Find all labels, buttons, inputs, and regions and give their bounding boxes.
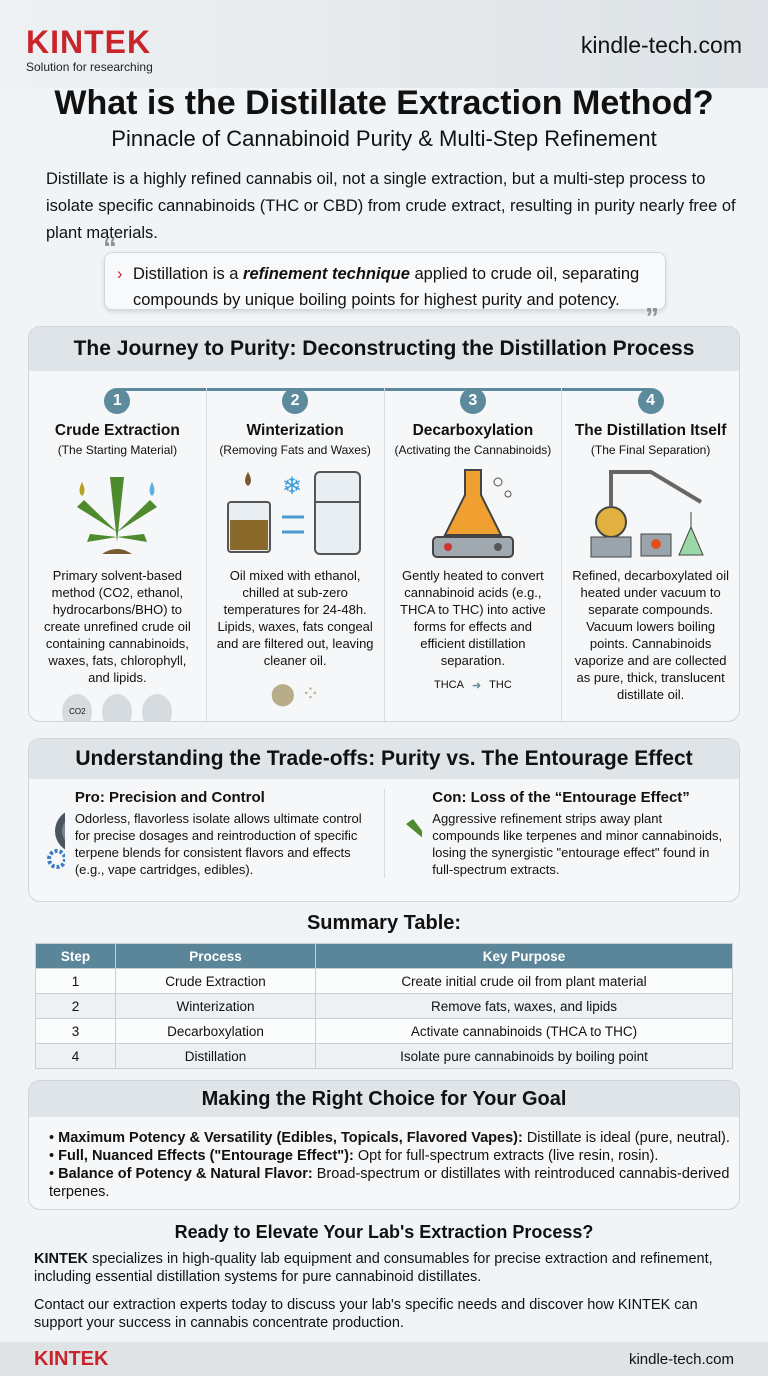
choice-section: Making the Right Choice for Your Goal Ma… — [28, 1080, 740, 1210]
table-cell: 3 — [35, 1018, 116, 1044]
step-description: Refined, decarboxylated oil heated under… — [572, 568, 730, 702]
tradeoffs-section: Understanding the Trade-offs: Purity vs.… — [28, 738, 740, 902]
step-description: Oil mixed with ethanol, chilled at sub-z… — [216, 568, 374, 668]
tradeoffs-title: Understanding the Trade-offs: Purity vs.… — [29, 739, 739, 779]
heated-flask-icon — [385, 457, 562, 567]
co2-tank-icon: CO2 — [62, 694, 93, 721]
cta-paragraph-1: KINTEK specializes in high-quality lab e… — [34, 1251, 713, 1285]
thca-molecule: THCA — [433, 679, 464, 691]
table-cell: Distillation — [115, 1043, 316, 1069]
step-4: 4 The Distillation Itself (The Final Sep… — [561, 388, 739, 721]
intro-text: Distillate is a highly refined cannabis … — [46, 170, 736, 242]
choice-item: Maximum Potency & Versatility (Edibles, … — [49, 1129, 739, 1147]
pro-title: Pro: Precision and Control — [74, 789, 265, 806]
header — [0, 0, 768, 88]
svg-text:❄: ❄ — [282, 473, 302, 500]
step-number: 3 — [459, 388, 486, 414]
journey-section: The Journey to Purity: Deconstructing th… — [28, 326, 740, 722]
column-header: Step — [35, 943, 116, 969]
cannabis-leaf-icon — [405, 819, 423, 838]
control-dial-icon — [47, 812, 65, 869]
table-cell: Winterization — [115, 993, 316, 1019]
table-cell: Remove fats, waxes, and lipids — [315, 993, 733, 1019]
page-subtitle: Pinnacle of Cannabinoid Purity & Multi-S… — [111, 126, 657, 151]
table-cell: 4 — [35, 1043, 116, 1069]
step-description: Primary solvent-based method (CO2, ethan… — [44, 568, 191, 685]
ethanol-bottle-icon — [102, 694, 133, 721]
step-2: 2 Winterization (Removing Fats and Waxes… — [205, 388, 384, 721]
step-subtitle: (Activating the Cannabinoids) — [394, 443, 552, 457]
close-quote-icon: ” — [645, 302, 659, 333]
step-3: 3 Decarboxylation (Activating the Cannab… — [383, 388, 562, 721]
site-link[interactable]: kindle-tech.com — [580, 32, 742, 58]
molecule-conversion: THCA ➜ THC — [385, 679, 562, 692]
cannabis-plant-icon — [29, 457, 206, 567]
step-number: 1 — [104, 388, 131, 414]
choice-item: Balance of Potency & Natural Flavor: Bro… — [49, 1165, 739, 1201]
cta-paragraph-2: Contact our extraction experts today to … — [34, 1297, 698, 1331]
table-cell: Decarboxylation — [115, 1018, 316, 1044]
con-text: Aggressive refinement strips away plant … — [432, 811, 723, 877]
solvent-icons: CO2 — [29, 694, 206, 721]
step-title: Winterization — [246, 422, 344, 439]
choice-item: Full, Nuanced Effects ("Entourage Effect… — [49, 1147, 739, 1165]
step-1: 1 Crude Extraction (The Starting Materia… — [29, 388, 206, 721]
step-title: The Distillation Itself — [574, 422, 727, 439]
table-cell: Create initial crude oil from plant mate… — [315, 968, 733, 994]
footer-site-link[interactable]: kindle-tech.com — [628, 1351, 734, 1368]
step-description: Gently heated to convert cannabinoid aci… — [400, 568, 546, 668]
step-subtitle: (The Final Separation) — [590, 443, 711, 457]
cta-title: Ready to Elevate Your Lab's Extraction P… — [174, 1222, 594, 1242]
page-title: What is the Distillate Extraction Method… — [54, 84, 714, 122]
con-title: Con: Loss of the “Entourage Effect” — [432, 789, 690, 806]
column-header: Process — [115, 943, 316, 969]
con-panel: Con: Loss of the “Entourage Effect” Aggre… — [385, 779, 740, 888]
step-title: Crude Extraction — [54, 422, 180, 439]
step-subtitle: (The Starting Material) — [57, 443, 178, 457]
arrow-right-icon: ➜ — [471, 680, 482, 692]
quote-text: Distillation is a refinement technique a… — [133, 265, 640, 309]
butane-can-icon — [142, 694, 173, 721]
filtered-waxes-icon: ⬤ ⁘ — [270, 681, 320, 706]
quote-box: “ › Distillation is a refinement techniq… — [103, 234, 666, 332]
thc-molecule: THC — [489, 679, 512, 691]
table-cell: 2 — [35, 993, 116, 1019]
journey-title: The Journey to Purity: Deconstructing th… — [29, 327, 739, 371]
chevron-right-icon: › — [117, 265, 123, 283]
table-cell: 1 — [35, 968, 116, 994]
choice-title: Making the Right Choice for Your Goal — [29, 1081, 739, 1117]
step-number: 2 — [282, 388, 309, 414]
footer — [0, 1342, 768, 1376]
table-cell: Activate cannabinoids (THCA to THC) — [315, 1018, 733, 1044]
step-subtitle: (Removing Fats and Waxes) — [219, 443, 371, 457]
table-cell: Isolate pure cannabinoids by boiling poi… — [315, 1043, 733, 1069]
table-cell: Crude Extraction — [115, 968, 316, 994]
summary-title: Summary Table: — [306, 912, 462, 934]
logo-tagline: Solution for researching — [26, 60, 153, 74]
kintek-logo[interactable]: KINTEK — [26, 24, 152, 60]
open-quote-icon: “ — [103, 232, 117, 263]
step-number: 4 — [637, 388, 664, 414]
footer-logo[interactable]: KINTEK — [34, 1348, 109, 1370]
freezer-beaker-icon: ❄ — [207, 457, 384, 567]
step-title: Decarboxylation — [412, 422, 534, 439]
pro-text: Odorless, flavorless isolate allows ulti… — [74, 811, 362, 877]
column-header: Key Purpose — [315, 943, 733, 969]
distillation-apparatus-icon — [562, 457, 739, 567]
